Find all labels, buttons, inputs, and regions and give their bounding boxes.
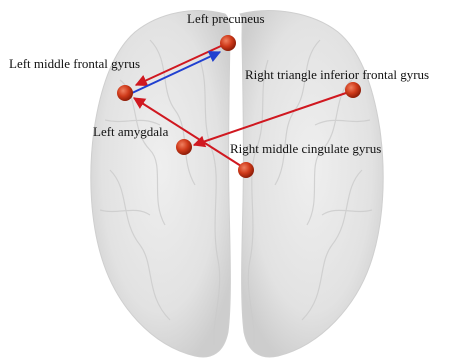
label-left-precuneus: Left precuneus [187, 11, 265, 26]
node-left-amygdala [176, 139, 192, 155]
node-left-middle-frontal-gyrus [117, 85, 133, 101]
label-right-triangle-inferior-frontal-gyrus: Right triangle inferior frontal gyrus [245, 67, 429, 82]
right-hemisphere [240, 11, 383, 357]
label-right-middle-cingulate-gyrus: Right middle cingulate gyrus [230, 141, 381, 156]
node-left-precuneus [220, 35, 236, 51]
node-right-middle-cingulate-gyrus [238, 162, 254, 178]
label-left-amygdala: Left amygdala [93, 124, 169, 139]
label-left-middle-frontal-gyrus: Left middle frontal gyrus [9, 56, 140, 71]
node-right-triangle-inferior-frontal-gyrus [345, 82, 361, 98]
